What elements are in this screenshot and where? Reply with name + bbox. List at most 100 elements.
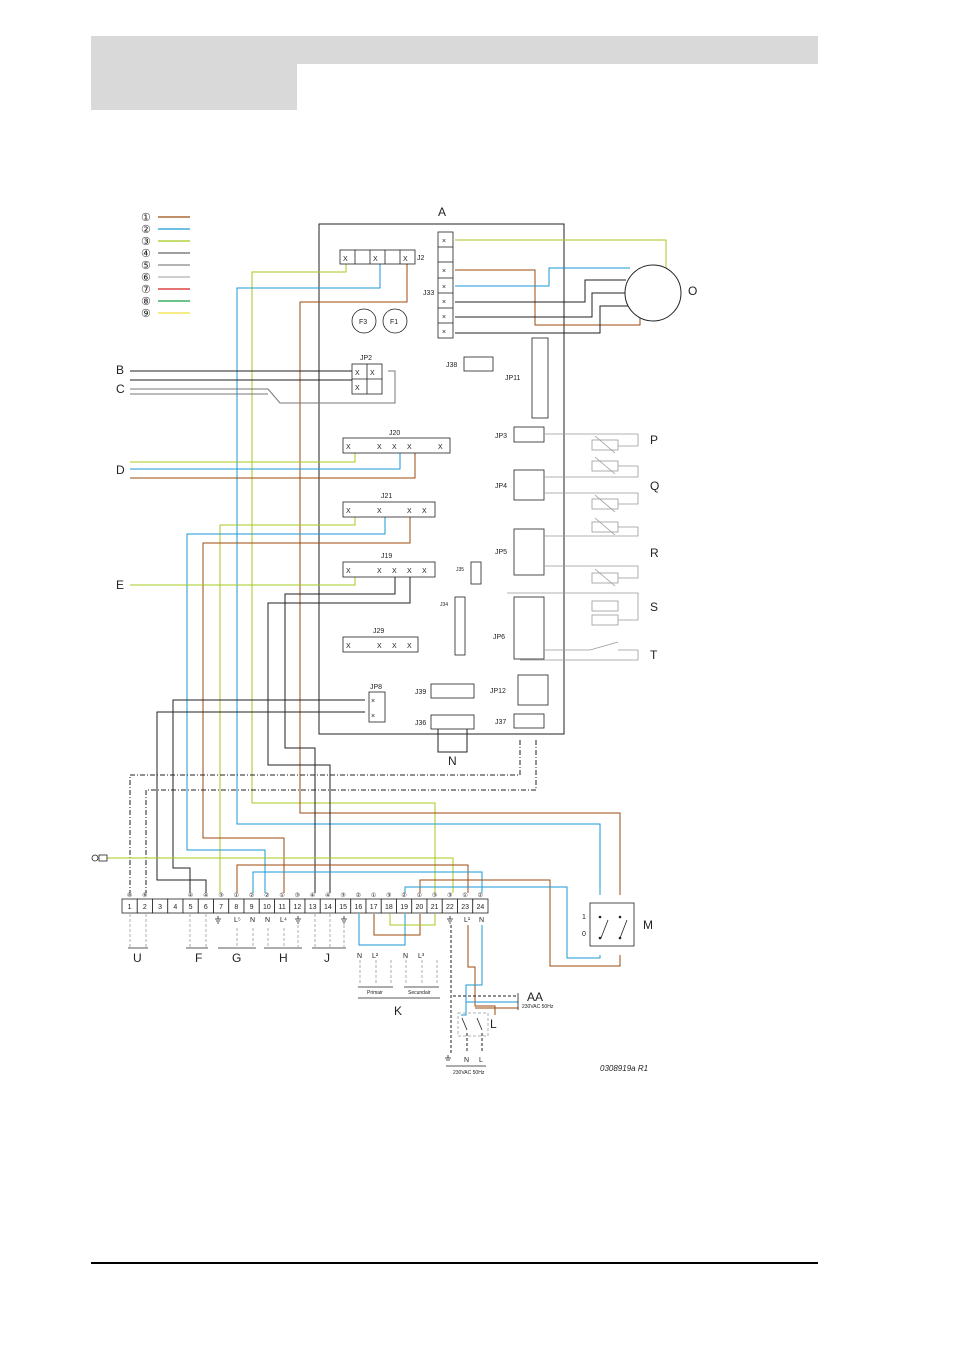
svg-text:×: × xyxy=(442,314,446,321)
connector-label: J35 xyxy=(456,567,464,573)
connector-jp8 xyxy=(368,691,386,723)
connector-jp4 xyxy=(513,469,545,501)
drawing-id: 0308919a R1 xyxy=(600,1064,648,1073)
wire-blue xyxy=(236,264,601,895)
svg-text:×: × xyxy=(442,329,446,336)
svg-text:X: X xyxy=(370,370,375,377)
terminal-number: 22 xyxy=(446,904,454,911)
wire-black xyxy=(455,305,628,334)
label-c: C xyxy=(116,382,125,396)
terminal: 5④ xyxy=(182,892,199,914)
label-n: N xyxy=(448,754,457,768)
terminal-number: 24 xyxy=(476,904,484,911)
terminal: 20① xyxy=(411,892,428,914)
cable-groups xyxy=(129,914,438,985)
connector-jp3 xyxy=(513,426,545,443)
label-s: S xyxy=(650,600,658,614)
terminal-sublabel: L¹ xyxy=(464,917,471,924)
connector-label: JP3 xyxy=(495,433,507,440)
terminal: 19② xyxy=(396,892,413,914)
terminal: 17① xyxy=(365,892,382,914)
aa-rating: 230VAC 50Hz xyxy=(522,1004,554,1010)
wire-c-return xyxy=(130,370,396,404)
terminal-number: 8 xyxy=(234,904,238,911)
terminal-number: 14 xyxy=(324,904,332,911)
label-o: O xyxy=(688,284,697,298)
svg-text:X: X xyxy=(355,385,360,392)
terminal: 15③ xyxy=(335,892,352,914)
svg-text:×: × xyxy=(371,698,375,705)
wire-black xyxy=(284,577,396,893)
terminal-number: 7 xyxy=(219,904,223,911)
terminal: 12 ③ xyxy=(289,892,306,914)
label-p: P xyxy=(650,433,658,447)
terminal: 14 ④ xyxy=(319,892,336,914)
mains-rating: 230VAC 50Hz xyxy=(453,1070,485,1076)
switch-off-label: 0 xyxy=(582,931,586,938)
label-m: M xyxy=(643,918,653,932)
fuse-label: F3 xyxy=(359,319,367,326)
k-label: N xyxy=(403,953,408,960)
terminal-number: 4 xyxy=(173,904,177,911)
connector-label: J20 xyxy=(389,430,400,437)
connector-label: J37 xyxy=(495,719,506,726)
thermistor-icon xyxy=(591,439,619,451)
terminal: 7③ xyxy=(213,892,230,914)
connector-j37 xyxy=(513,713,545,729)
terminal-number: 21 xyxy=(431,904,439,911)
connector-label: J21 xyxy=(381,493,392,500)
svg-text:X: X xyxy=(422,508,427,515)
terminal-number: 3 xyxy=(158,904,162,911)
terminal-wire-mark: ⑧ xyxy=(127,892,132,899)
header-tab xyxy=(91,64,297,110)
svg-text:X: X xyxy=(407,508,412,515)
terminal-wire-mark: ② xyxy=(264,892,269,899)
connector-label: J39 xyxy=(415,689,426,696)
mains-n-label: N xyxy=(464,1057,469,1064)
wire-dash-dot xyxy=(145,740,537,893)
header-bar xyxy=(91,36,818,64)
label-k: K xyxy=(394,1004,402,1018)
k-label: L² xyxy=(372,953,379,960)
svg-text:X: X xyxy=(346,568,351,575)
terminal-number: 20 xyxy=(415,904,423,911)
wire-black xyxy=(455,279,626,303)
svg-text:X: X xyxy=(346,643,351,650)
terminal: 24 ② xyxy=(472,892,489,914)
terminal-wire-mark: ④ xyxy=(203,892,208,899)
svg-text:X: X xyxy=(343,256,348,263)
svg-text:X: X xyxy=(377,444,382,451)
terminal-wire-mark: ① xyxy=(279,892,284,899)
terminal-wire-mark: ③ xyxy=(295,892,300,899)
label-f: F xyxy=(195,951,202,965)
mains-l-label: L xyxy=(479,1057,483,1064)
svg-text:X: X xyxy=(392,643,397,650)
terminal: 1⑧ xyxy=(121,892,138,914)
terminal: 21③ xyxy=(426,892,443,914)
terminal-number: 12 xyxy=(293,904,301,911)
svg-text:X: X xyxy=(377,508,382,515)
terminal-wire-mark: ④ xyxy=(325,892,330,899)
connector-label: J29 xyxy=(373,628,384,635)
terminal-wire-mark: ④ xyxy=(310,892,315,899)
svg-text:X: X xyxy=(355,370,360,377)
k-label: N xyxy=(357,953,362,960)
svg-text:X: X xyxy=(422,568,427,575)
legend-number: ⑥ xyxy=(141,272,151,284)
terminal: 16② xyxy=(350,892,367,914)
label-g: G xyxy=(232,951,241,965)
terminal: 23① xyxy=(457,892,474,914)
terminal: 3 xyxy=(152,898,169,914)
terminal-wire-mark: ② xyxy=(478,892,483,899)
wire-d-green-yellow xyxy=(130,453,356,463)
connector-label: J2 xyxy=(417,255,425,262)
connector-label: JP2 xyxy=(360,355,372,362)
connector-jp6 xyxy=(513,596,545,660)
wire-earth xyxy=(107,857,454,893)
k-primary-label: Primair xyxy=(367,990,383,996)
